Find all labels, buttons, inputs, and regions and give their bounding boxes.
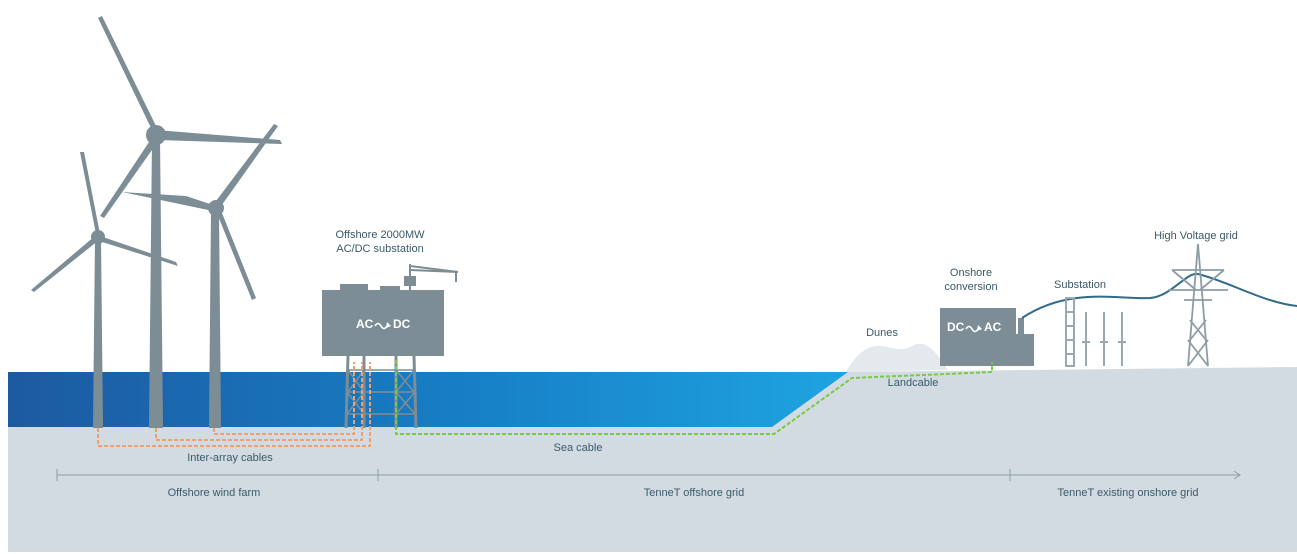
onshore-conversion-label-line2: conversion [944, 281, 997, 293]
onshore-conversion-arrowhead-icon [977, 325, 982, 331]
wind-turbine-tall [98, 16, 282, 428]
conversion-arrow-icon [374, 322, 388, 330]
offshore-substation-label-line1: Offshore 2000MW [335, 229, 425, 241]
inter-array-cables-label: Inter-array cables [187, 452, 273, 464]
offshore-ac-label: AC [356, 317, 374, 331]
offshore-substation-label-line2: AC/DC substation [336, 243, 423, 255]
onshore-dc-label: DC [947, 320, 965, 334]
landcable-label: Landcable [888, 377, 939, 389]
high-voltage-grid-label: High Voltage grid [1154, 230, 1238, 242]
section-scale-line [56, 469, 1241, 481]
high-voltage-pylon [1168, 243, 1228, 367]
sea-cable-label: Sea cable [554, 442, 603, 454]
onshore-substation [1065, 297, 1126, 367]
section-offshore-wind-farm: Offshore wind farm [168, 487, 261, 499]
dunes [846, 343, 948, 372]
dunes-label: Dunes [866, 327, 898, 339]
wind-turbine-right [122, 124, 278, 428]
inter-array-cables [97, 362, 371, 447]
onshore-substation-label: Substation [1054, 279, 1106, 291]
onshore-conversion-station [940, 308, 1034, 366]
conversion-arrowhead-icon [386, 322, 391, 328]
wind-turbine-small [31, 152, 178, 428]
section-tennet-onshore-grid: TenneT existing onshore grid [1057, 487, 1198, 499]
offshore-dc-label: DC [393, 317, 411, 331]
overhead-power-line [1021, 272, 1297, 319]
seabed-and-land [8, 367, 1297, 552]
onshore-ac-label: AC [984, 320, 1002, 334]
onshore-conversion-label-line1: Onshore [950, 267, 992, 279]
sea [8, 372, 868, 428]
sea-cable [395, 360, 993, 435]
onshore-conversion-arrow-icon [965, 325, 979, 333]
section-tennet-offshore-grid: TenneT offshore grid [644, 487, 745, 499]
